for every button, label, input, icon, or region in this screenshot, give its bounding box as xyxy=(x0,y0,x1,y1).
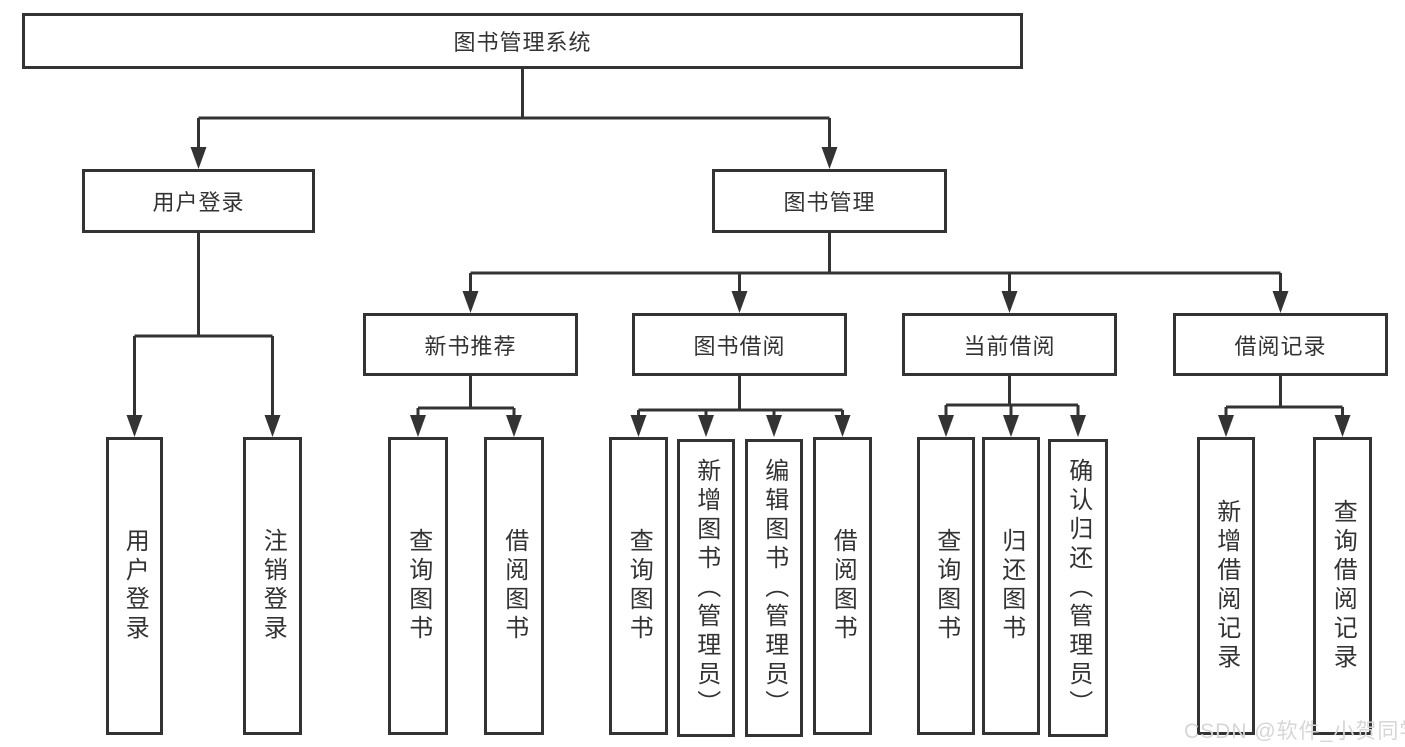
connector-current-borrow-group xyxy=(938,376,1086,437)
leaf-add-book-admin: 新增图书（管理员） xyxy=(677,439,735,737)
leaf-user-login-label: 用户登录 xyxy=(121,528,149,644)
leaf-confirm-return-admin-label: 确认归还（管理员） xyxy=(1064,457,1092,719)
leaf-query-borrow-record-label: 查询借阅记录 xyxy=(1329,499,1357,673)
leaf-logout-label: 注销登录 xyxy=(259,528,287,644)
node-book-management: 图书管理 xyxy=(712,169,947,233)
leaf-query-books-current-label: 查询图书 xyxy=(932,528,960,644)
connector-borrow-records-group xyxy=(1218,376,1351,437)
node-user-login-label: 用户登录 xyxy=(152,190,245,215)
node-borrow-records: 借阅记录 xyxy=(1173,313,1388,376)
connector-new-book-group xyxy=(410,376,522,437)
leaf-add-book-admin-label: 新增图书（管理员） xyxy=(692,457,720,719)
connector-book-borrow-group xyxy=(630,376,851,437)
node-borrow-records-label: 借阅记录 xyxy=(1234,333,1327,359)
node-new-book-recommend: 新书推荐 xyxy=(363,313,578,376)
csdn-watermark: CSDN @软件_小贺同学 xyxy=(1184,720,1405,743)
node-new-book-recommend-label: 新书推荐 xyxy=(424,333,517,359)
node-book-borrow-label: 图书借阅 xyxy=(693,333,786,359)
leaf-query-borrow-record: 查询借阅记录 xyxy=(1313,437,1372,735)
leaf-confirm-return-admin: 确认归还（管理员） xyxy=(1048,439,1108,737)
leaf-return-book: 归还图书 xyxy=(982,437,1040,735)
leaf-borrow-books-recommend: 借阅图书 xyxy=(484,437,544,735)
leaf-borrow-books: 借阅图书 xyxy=(813,437,872,735)
leaf-borrow-books-label: 借阅图书 xyxy=(829,528,857,644)
leaf-add-borrow-record-label: 新增借阅记录 xyxy=(1212,499,1240,673)
leaf-query-books-recommend-label: 查询图书 xyxy=(404,528,432,644)
node-book-management-label: 图书管理 xyxy=(783,190,876,215)
connector-root-to-level2 xyxy=(190,69,838,169)
node-root-label: 图书管理系统 xyxy=(453,30,592,55)
node-root: 图书管理系统 xyxy=(22,13,1023,69)
node-user-login: 用户登录 xyxy=(82,169,315,233)
node-current-borrow-label: 当前借阅 xyxy=(963,333,1056,359)
leaf-add-borrow-record: 新增借阅记录 xyxy=(1197,437,1255,735)
connector-book-management-to-level3 xyxy=(462,233,1289,313)
leaf-edit-book-admin: 编辑图书（管理员） xyxy=(745,439,803,737)
node-current-borrow: 当前借阅 xyxy=(902,313,1117,376)
leaf-logout: 注销登录 xyxy=(243,437,302,735)
node-book-borrow: 图书借阅 xyxy=(632,313,847,376)
leaf-query-books-borrow-label: 查询图书 xyxy=(625,528,653,644)
leaf-user-login: 用户登录 xyxy=(106,437,163,735)
leaf-return-book-label: 归还图书 xyxy=(997,528,1025,644)
leaf-query-books-borrow: 查询图书 xyxy=(609,437,668,735)
leaf-query-books-recommend: 查询图书 xyxy=(388,437,448,735)
leaf-query-books-current: 查询图书 xyxy=(917,437,975,735)
leaf-edit-book-admin-label: 编辑图书（管理员） xyxy=(760,457,788,719)
connector-user-login-group xyxy=(126,233,281,437)
leaf-borrow-books-recommend-label: 借阅图书 xyxy=(500,528,528,644)
